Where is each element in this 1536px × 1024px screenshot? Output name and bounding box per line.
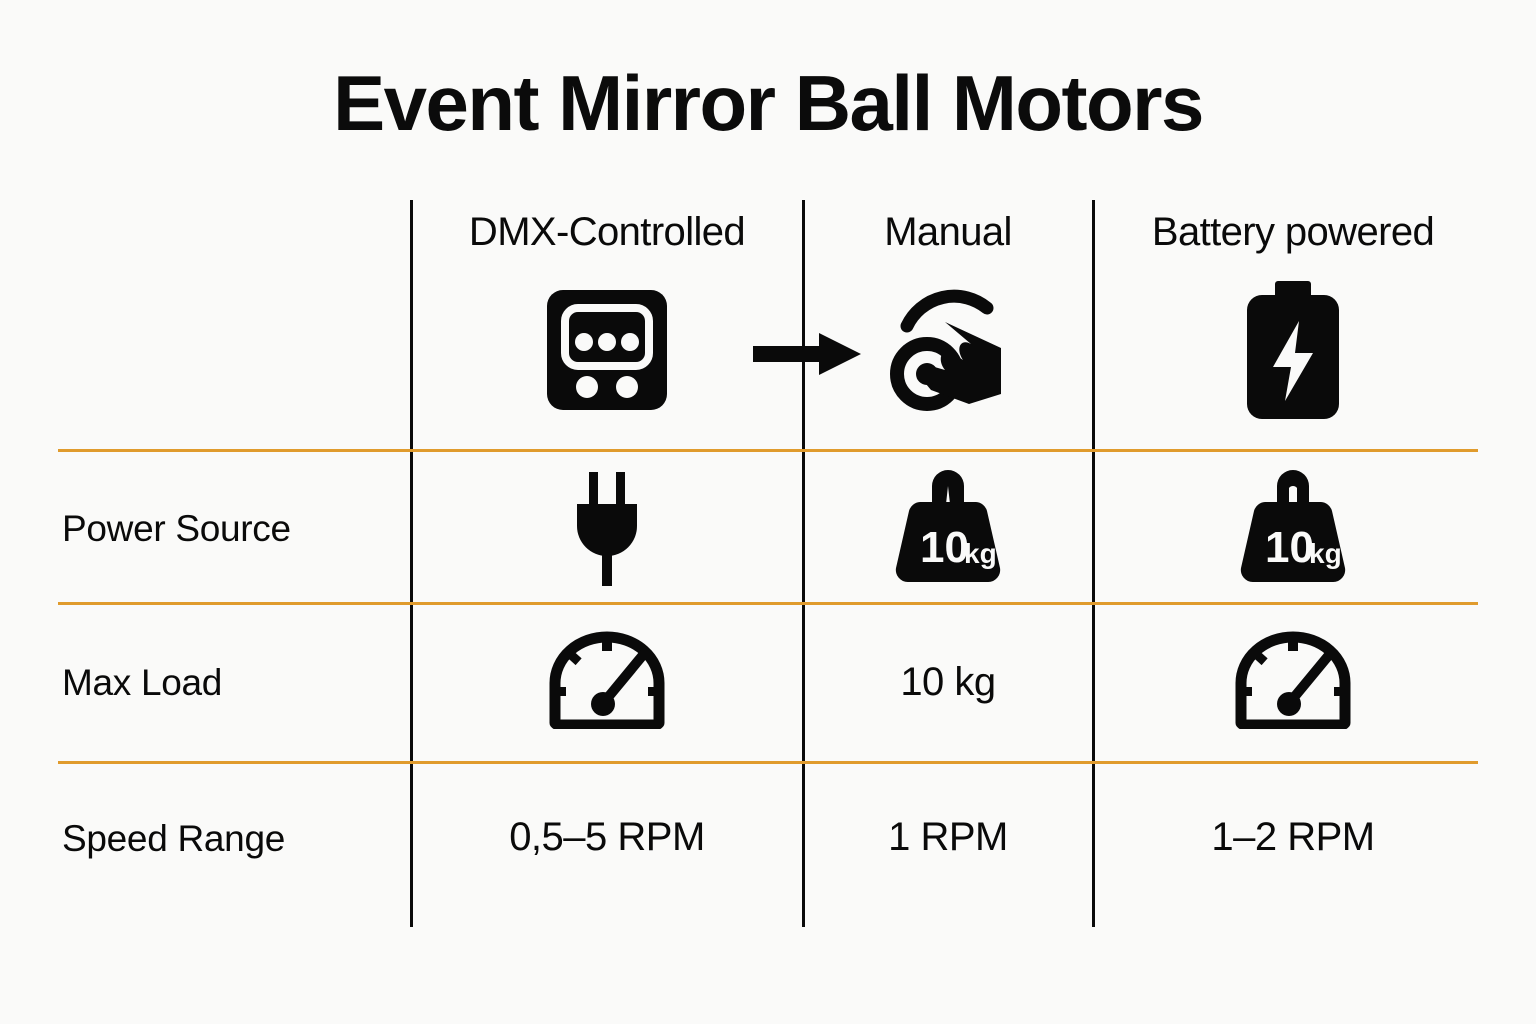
weight-10kg-icon: 10 kg xyxy=(892,470,1004,588)
header-icon-cell-manual xyxy=(803,275,1093,425)
column-header-manual: Manual xyxy=(884,210,1012,254)
cell-speed-range-battery: 1–2 RPM xyxy=(1211,815,1375,859)
row-divider-3 xyxy=(58,761,1478,764)
row-label-speed-range: Speed Range xyxy=(62,818,285,859)
row-divider-2 xyxy=(58,602,1478,605)
speedometer-icon xyxy=(1233,625,1353,729)
column-header-dmx: DMX-Controlled xyxy=(468,210,746,254)
row-label-max-load: Max Load xyxy=(62,662,223,703)
header-icon-cell-battery xyxy=(1093,275,1493,425)
row-divider-1 xyxy=(58,449,1478,452)
row-label-power-source: Power Source xyxy=(62,508,291,549)
column-header-battery: Battery powered xyxy=(1151,210,1435,254)
weight-icon-amount: 10 xyxy=(1265,523,1314,572)
cell-power-source-dmx xyxy=(411,468,803,590)
flow-arrow-cell xyxy=(748,330,868,378)
dmx-controller-icon xyxy=(543,286,671,414)
cell-power-source-manual: 10 kg xyxy=(803,468,1093,590)
weight-icon-unit: kg xyxy=(964,538,997,569)
right-arrow-icon xyxy=(753,331,863,377)
column-divider-3 xyxy=(1092,200,1095,927)
weight-icon-amount: 10 xyxy=(920,523,969,572)
column-divider-2 xyxy=(802,200,805,927)
column-divider-1 xyxy=(410,200,413,927)
cell-max-load-dmx xyxy=(411,622,803,732)
hand-turning-knob-icon xyxy=(883,286,1013,414)
cell-max-load-battery xyxy=(1093,622,1493,732)
speedometer-icon xyxy=(547,625,667,729)
weight-icon-unit: kg xyxy=(1309,538,1342,569)
header-icon-cell-dmx xyxy=(411,275,803,425)
battery-bolt-icon xyxy=(1241,279,1345,421)
power-plug-icon xyxy=(569,470,645,588)
cell-speed-range-dmx: 0,5–5 RPM xyxy=(509,815,705,859)
cell-power-source-battery: 10 kg xyxy=(1093,468,1493,590)
page-title: Event Mirror Ball Motors xyxy=(333,59,1204,147)
cell-max-load-manual: 10 kg xyxy=(900,660,996,704)
cell-speed-range-manual: 1 RPM xyxy=(888,815,1008,859)
weight-10kg-icon: 10 kg xyxy=(1237,470,1349,588)
